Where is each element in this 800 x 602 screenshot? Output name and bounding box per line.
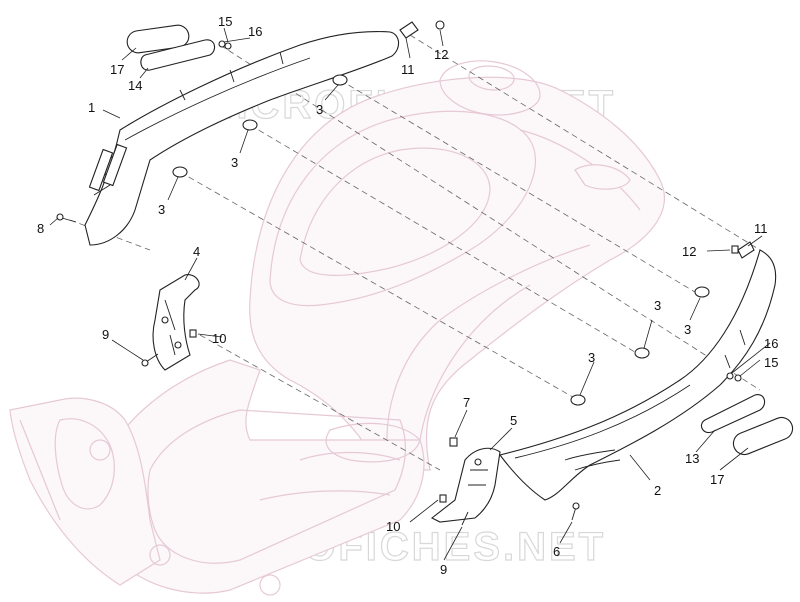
callout-3-e: 3: [654, 298, 661, 313]
callout-9-right: 9: [440, 562, 447, 577]
washer-16-right: [726, 372, 734, 380]
right-side-panel: [499, 249, 777, 501]
screw-8: [61, 217, 77, 223]
clip-11-right: [737, 241, 755, 259]
callout-15-right: 15: [764, 355, 778, 370]
callout-3-f: 3: [588, 350, 595, 365]
callout-9-left: 9: [102, 327, 109, 342]
callout-13: 13: [685, 451, 699, 466]
grommet-2: [242, 119, 258, 131]
washer-16-left: [218, 40, 226, 48]
screw-9-right: [461, 511, 469, 526]
emblem-17-left: [126, 24, 190, 54]
callout-11-left: 11: [401, 62, 415, 77]
callout-1: 1: [88, 100, 95, 115]
callout-11-right: 11: [754, 221, 768, 236]
callout-16-right: 16: [764, 336, 778, 351]
callout-17-right: 17: [710, 472, 724, 487]
clip-11-left: [399, 21, 419, 39]
screw-9-left: [145, 353, 159, 363]
left-side-panel: [84, 31, 400, 246]
clip-7: [449, 437, 458, 447]
emblems: [126, 24, 794, 456]
washer-15-right: [734, 374, 742, 382]
callout-3-d: 3: [684, 322, 691, 337]
callout-2: 2: [654, 483, 661, 498]
emblem-holder-14: [140, 39, 216, 71]
grommet-1: [332, 74, 348, 86]
callout-6: 6: [553, 544, 560, 559]
emblem-holder-13: [700, 394, 766, 434]
callout-7: 7: [463, 395, 470, 410]
callout-numbers: 1 2 3 3 3 3 3 3 4 5 6 7 8 9 9 10 10 11 1…: [37, 14, 778, 577]
callout-3-c: 3: [158, 202, 165, 217]
callout-15-left: 15: [218, 14, 232, 29]
callout-12-right: 12: [682, 244, 696, 259]
grommet-3: [172, 166, 188, 178]
clip-10-right: [439, 494, 447, 503]
scooter-body-outline: [9, 60, 665, 596]
callout-10-right: 10: [386, 519, 400, 534]
callout-3-b: 3: [231, 155, 238, 170]
callout-16-left: 16: [248, 24, 262, 39]
washer-15-left: [224, 42, 232, 50]
clip-10-left: [189, 329, 197, 338]
callout-10-left: 10: [212, 331, 226, 346]
callout-8: 8: [37, 221, 44, 236]
grommets: [172, 74, 710, 406]
nut-12-right: [731, 245, 739, 254]
callout-4: 4: [193, 244, 200, 259]
callout-5: 5: [510, 413, 517, 428]
callout-14: 14: [128, 78, 142, 93]
leader-lines: [49, 27, 771, 561]
callout-12-left: 12: [434, 47, 448, 62]
grommet-5: [634, 347, 650, 359]
emblem-17-right: [732, 416, 794, 456]
grommet-6: [570, 394, 586, 406]
grommet-4: [694, 286, 710, 298]
fasteners: [56, 20, 755, 526]
callout-3-a: 3: [316, 102, 323, 117]
right-bracket: [430, 447, 501, 523]
callout-17-left: 17: [110, 62, 124, 77]
left-bracket: [152, 274, 200, 371]
nut-12-left: [435, 20, 445, 30]
